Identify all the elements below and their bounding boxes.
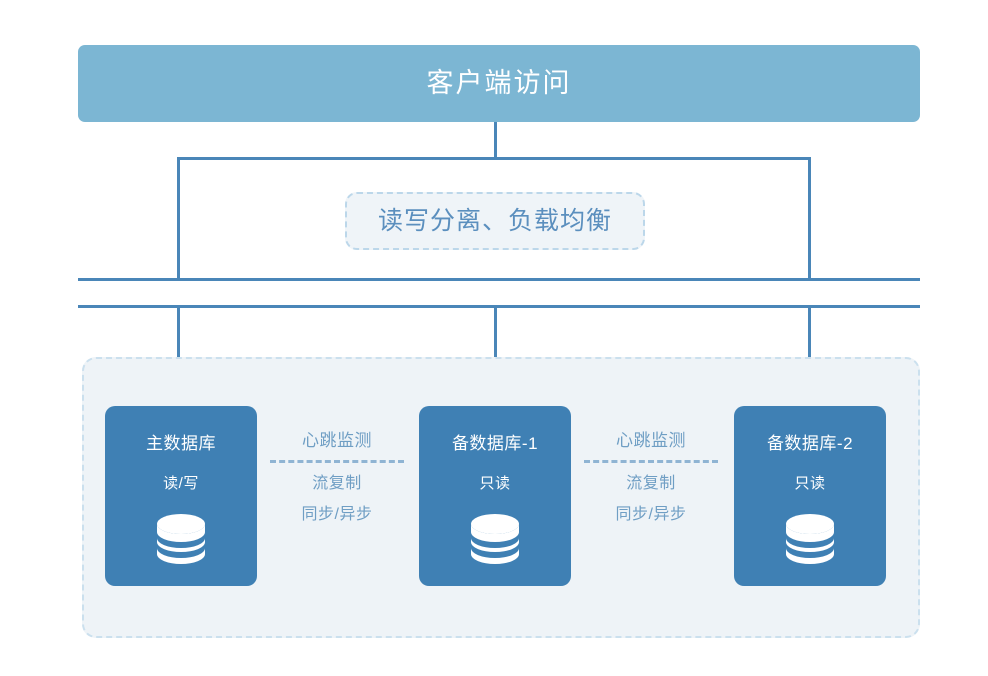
node-primary-database[interactable]: 主数据库 读/写: [105, 406, 257, 586]
client-access-banner: 客户端访问: [78, 45, 920, 122]
load-balancer-label: 读写分离、负载均衡: [377, 206, 612, 235]
connector-banner-to-bracket: [494, 122, 497, 159]
replication-sync-mode-label: 同步/异步: [615, 506, 687, 523]
node-standby-database-2-title: 备数据库-2: [766, 434, 854, 453]
database-cylinder-icon: [467, 513, 523, 565]
replication-stream-label: 流复制: [312, 475, 362, 492]
replication-stream-label: 流复制: [626, 475, 676, 492]
connector-bracket-right-leg: [808, 157, 811, 281]
replication-link-standby1-standby2: 心跳监测 流复制 同步/异步: [578, 432, 724, 523]
node-primary-database-title: 主数据库: [146, 434, 216, 453]
node-primary-database-mode: 读/写: [163, 475, 199, 492]
node-standby-database-2-mode: 只读: [794, 475, 826, 492]
connector-bus-upper: [78, 278, 920, 281]
node-standby-database-1-title: 备数据库-1: [451, 434, 539, 453]
client-access-label: 客户端访问: [426, 68, 572, 98]
connector-bus-lower: [78, 305, 920, 308]
database-cylinder-icon: [782, 513, 838, 565]
connector-bracket-left-leg: [177, 157, 180, 281]
node-standby-database-1-mode: 只读: [479, 475, 511, 492]
node-standby-database-2[interactable]: 备数据库-2 只读: [734, 406, 886, 586]
connector-bracket-top: [177, 157, 811, 160]
replication-sync-mode-label: 同步/异步: [301, 506, 373, 523]
replication-heartbeat-label: 心跳监测: [616, 431, 686, 450]
load-balancer-badge: 读写分离、负载均衡: [345, 192, 645, 250]
replication-link-primary-standby1: 心跳监测 流复制 同步/异步: [264, 432, 410, 523]
node-standby-database-1[interactable]: 备数据库-1 只读: [419, 406, 571, 586]
replication-heartbeat-label: 心跳监测: [302, 431, 372, 450]
replication-dashed-line: [584, 460, 718, 463]
database-cylinder-icon: [153, 513, 209, 565]
replication-dashed-line: [270, 460, 404, 463]
